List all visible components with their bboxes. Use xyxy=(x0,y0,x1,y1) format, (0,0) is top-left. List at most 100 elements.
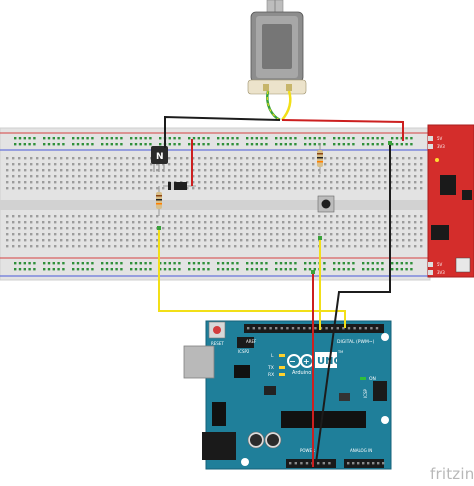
breadboard-hole xyxy=(204,175,207,178)
breadboard-hole xyxy=(30,163,33,166)
breadboard-hole xyxy=(336,239,339,242)
breadboard-hole xyxy=(30,181,33,184)
breadboard-hole xyxy=(378,181,381,184)
power-module: 5V 3V3 5V 3V3 xyxy=(427,124,474,278)
breadboard-hole xyxy=(132,239,135,242)
breadboard-hole xyxy=(360,227,363,230)
breadboard-hole xyxy=(210,163,213,166)
breadboard-hole xyxy=(204,221,207,224)
breadboard-hole xyxy=(6,233,9,236)
breadboard-hole xyxy=(14,262,17,265)
breadboard-hole xyxy=(72,268,75,271)
breadboard-hole xyxy=(192,143,196,146)
breadboard-hole xyxy=(402,245,405,248)
breadboard-hole xyxy=(381,137,384,140)
breadboard-hole xyxy=(198,239,201,242)
breadboard-hole xyxy=(90,221,93,224)
breadboard-hole xyxy=(192,245,195,248)
breadboard-hole xyxy=(337,262,341,265)
arduino-brand: Arduino xyxy=(292,370,311,376)
breadboard-hole xyxy=(217,268,220,271)
breadboard-hole xyxy=(352,262,355,265)
breadboard-hole xyxy=(173,268,176,271)
breadboard-hole xyxy=(384,181,387,184)
breadboard-hole xyxy=(28,262,31,265)
breadboard-hole xyxy=(228,157,231,160)
breadboard-hole xyxy=(6,169,9,172)
breadboard-hole xyxy=(360,221,363,224)
breadboard-hole xyxy=(24,245,27,248)
breadboard-hole xyxy=(192,227,195,230)
breadboard-hole xyxy=(114,227,117,230)
breadboard-hole xyxy=(24,187,27,190)
header-pin xyxy=(258,327,261,330)
breadboard-hole xyxy=(234,221,237,224)
breadboard-hole xyxy=(276,157,279,160)
breadboard-hole xyxy=(414,227,417,230)
breadboard-hole xyxy=(234,245,237,248)
breadboard-hole xyxy=(84,175,87,178)
breadboard-hole xyxy=(221,262,225,265)
breadboard-hole xyxy=(348,169,351,172)
breadboard-hole xyxy=(420,181,423,184)
breadboard-hole xyxy=(33,137,36,140)
breadboard-hole xyxy=(354,245,357,248)
breadboard-hole xyxy=(352,268,355,271)
reset-label: RESET xyxy=(211,341,224,346)
breadboard-hole xyxy=(42,157,45,160)
breadboard-hole xyxy=(217,262,220,265)
breadboard-hole xyxy=(126,233,129,236)
breadboard-hole xyxy=(378,239,381,242)
breadboard-hole xyxy=(347,268,350,271)
breadboard-hole xyxy=(300,245,303,248)
breadboard-hole xyxy=(42,227,45,230)
breadboard-hole xyxy=(258,215,261,218)
breadboard-hole xyxy=(204,181,207,184)
breadboard-hole xyxy=(134,143,138,146)
breadboard-hole xyxy=(228,187,231,190)
breadboard-hole xyxy=(288,227,291,230)
breadboard-hole xyxy=(192,262,196,265)
breadboard-hole xyxy=(188,143,191,146)
breadboard-hole xyxy=(366,157,369,160)
header-pin xyxy=(294,462,297,465)
breadboard-hole xyxy=(234,233,237,236)
breadboard-hole xyxy=(108,157,111,160)
breadboard-hole xyxy=(372,163,375,166)
breadboard-hole xyxy=(197,262,200,265)
breadboard-hole xyxy=(198,245,201,248)
breadboard-hole xyxy=(240,157,243,160)
breadboard-hole xyxy=(396,233,399,236)
breadboard-hole xyxy=(384,187,387,190)
breadboard-hole xyxy=(304,137,307,140)
breadboard-hole xyxy=(390,239,393,242)
breadboard-hole xyxy=(102,169,105,172)
breadboard-hole xyxy=(210,187,213,190)
breadboard-hole xyxy=(366,215,369,218)
breadboard-hole xyxy=(234,239,237,242)
breadboard-hole xyxy=(222,157,225,160)
breadboard-hole xyxy=(126,157,129,160)
breadboard-hole xyxy=(336,215,339,218)
breadboard-hole xyxy=(159,137,162,140)
breadboard-hole xyxy=(264,163,267,166)
breadboard-hole xyxy=(294,143,297,146)
breadboard-hole xyxy=(54,215,57,218)
breadboard-hole xyxy=(72,169,75,172)
breadboard-hole xyxy=(6,221,9,224)
breadboard-hole xyxy=(198,187,201,190)
breadboard-hole xyxy=(222,245,225,248)
breadboard-hole xyxy=(381,262,384,265)
breadboard-hole xyxy=(178,268,181,271)
header-pin xyxy=(325,327,328,330)
breadboard-hole xyxy=(294,163,297,166)
breadboard-hole xyxy=(265,137,268,140)
breadboard-hole xyxy=(144,233,147,236)
breadboard-hole xyxy=(318,187,321,190)
breadboard-hole xyxy=(30,215,33,218)
breadboard-hole xyxy=(138,239,141,242)
breadboard-hole xyxy=(18,157,21,160)
breadboard-hole xyxy=(192,181,195,184)
breadboard-hole xyxy=(204,187,207,190)
breadboard-hole xyxy=(207,268,210,271)
